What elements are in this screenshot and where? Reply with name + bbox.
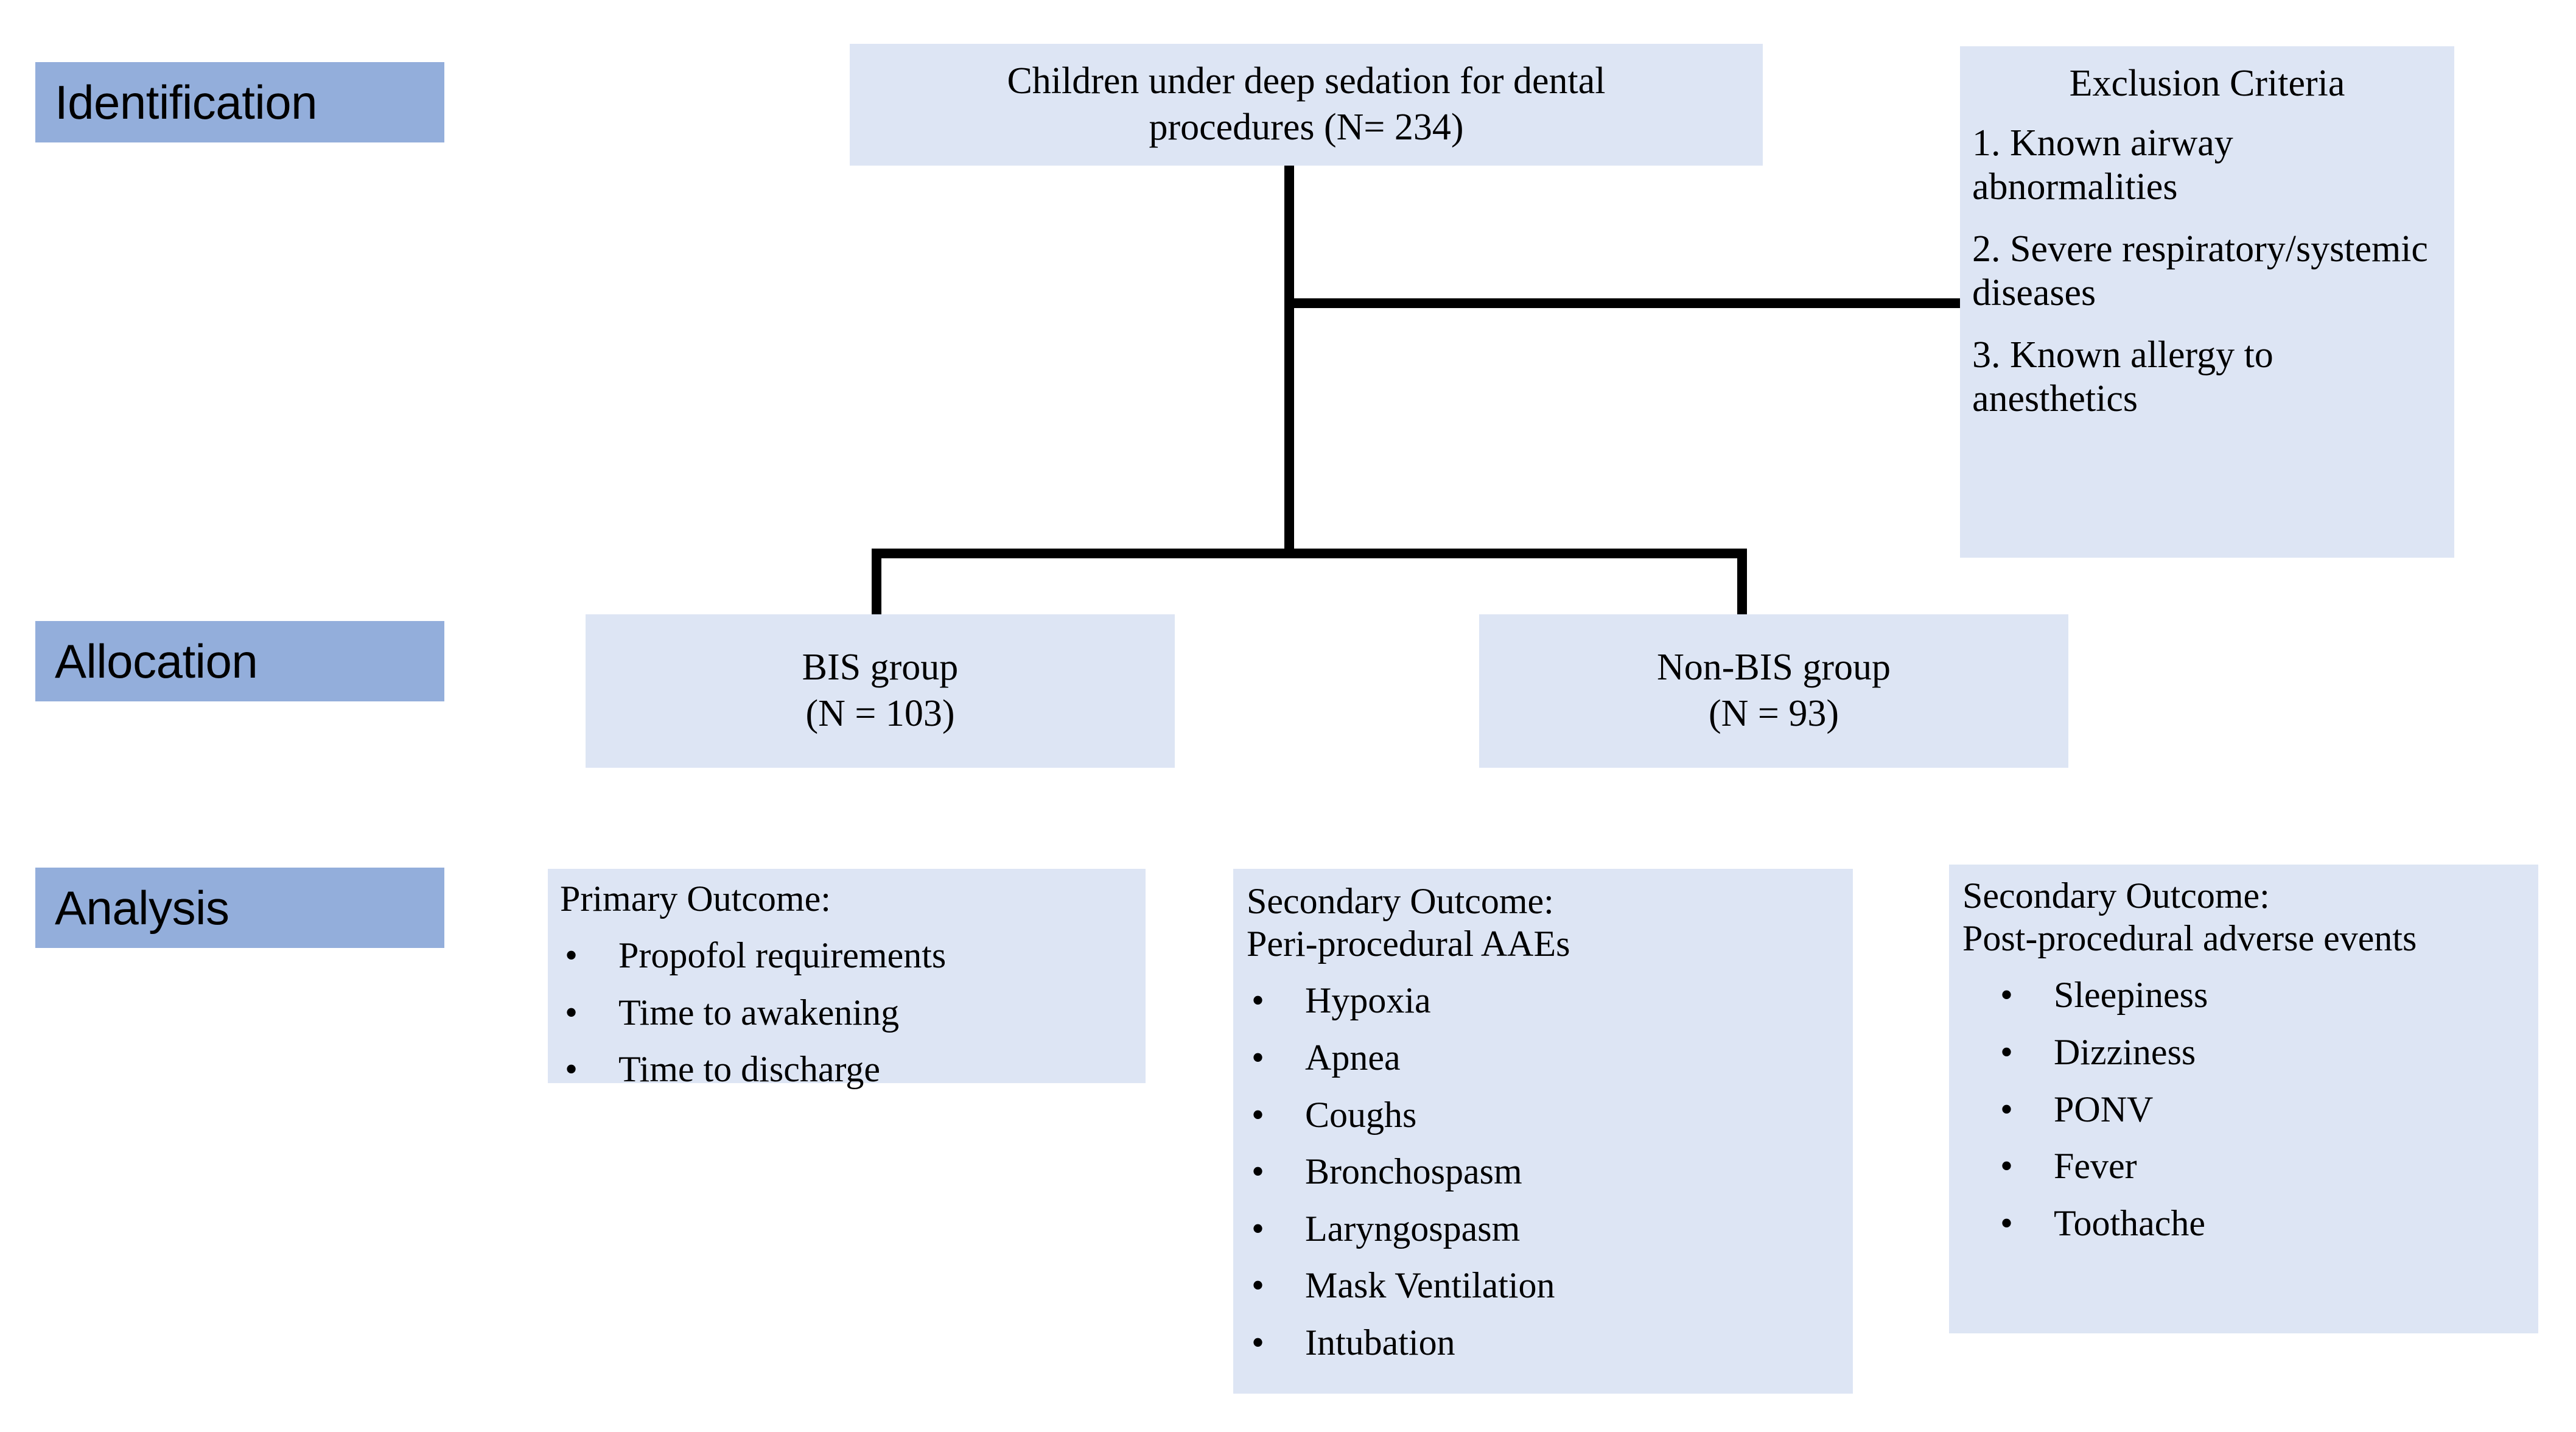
list-item-label: Coughs	[1305, 1094, 1417, 1135]
secondary-post-list: • Sleepiness • Dizziness • PONV • Fever • Too…	[1962, 974, 2529, 1244]
primary-outcome-list: • Propofol requirements • Time to awakenin…	[560, 935, 1136, 1091]
list-item-label: Intubation	[1305, 1322, 1455, 1363]
list-item: • Laryngospasm	[1247, 1208, 1843, 1251]
list-item: • Propofol requirements	[560, 935, 1136, 977]
list-item-label: Propofol requirements	[618, 935, 947, 976]
bullet-icon: •	[1251, 1265, 1265, 1306]
connector-drop-bis	[872, 549, 881, 614]
bullet-icon: •	[1251, 1322, 1265, 1363]
list-item: • PONV	[1962, 1089, 2529, 1131]
list-item-label: PONV	[2054, 1089, 2154, 1129]
secondary-peri-heading: Secondary Outcome: Peri-procedural AAEs	[1247, 881, 1570, 964]
bullet-icon: •	[1251, 980, 1265, 1021]
list-item: • Time to discharge	[560, 1048, 1136, 1091]
list-item: • Intubation	[1247, 1322, 1843, 1364]
bullet-icon: •	[2000, 975, 2014, 1016]
bullet-icon: •	[1251, 1151, 1265, 1192]
stage-label-allocation: Allocation	[35, 621, 444, 701]
primary-outcome-heading: Primary Outcome:	[560, 879, 831, 919]
list-item-label: Bronchospasm	[1305, 1151, 1522, 1192]
list-item: • Time to awakening	[560, 992, 1136, 1034]
list-item-label: Time to awakening	[618, 992, 900, 1033]
allocation-bis-name: BIS group	[802, 647, 959, 689]
exclusion-criteria-title: Exclusion Criteria	[2069, 63, 2345, 104]
list-item-label: Fever	[2054, 1146, 2137, 1187]
allocation-box-non-bis: Non-BIS group (N = 93)	[1479, 614, 2068, 768]
bullet-icon: •	[1251, 1037, 1265, 1078]
exclusion-criteria-item-3: 3. Known allergy to anesthetics	[1972, 334, 2273, 419]
connector-drop-non-bis	[1737, 549, 1747, 614]
bullet-icon: •	[565, 1049, 578, 1090]
allocation-non-bis-text: Non-BIS group (N = 93)	[1657, 645, 1891, 737]
exclusion-criteria-box: Exclusion Criteria 1. Known airway abnor…	[1960, 46, 2454, 558]
connector-split-horizontal	[872, 549, 1747, 558]
bullet-icon: •	[1251, 1094, 1265, 1135]
list-item: • Hypoxia	[1247, 980, 1843, 1022]
stage-label-identification-text: Identification	[55, 75, 317, 129]
secondary-peri-list: • Hypoxia • Apnea • Coughs • Bronchospasm • L…	[1247, 980, 1843, 1364]
list-item-label: Mask Ventilation	[1305, 1265, 1555, 1306]
enrolled-box-line-1: Children under deep sedation for dental	[1007, 60, 1606, 102]
bullet-icon: •	[2000, 1146, 2014, 1187]
bullet-icon: •	[1251, 1208, 1265, 1249]
list-item-label: Time to discharge	[618, 1049, 880, 1090]
bullet-icon: •	[565, 935, 578, 976]
allocation-bis-count: (N = 103)	[805, 693, 955, 734]
list-item: • Mask Ventilation	[1247, 1265, 1843, 1307]
bullet-icon: •	[2000, 1202, 2014, 1243]
bullet-icon: •	[2000, 1031, 2014, 1072]
connector-exclusion-horizontal	[1284, 298, 1961, 308]
allocation-box-bis: BIS group (N = 103)	[586, 614, 1175, 768]
stage-label-analysis: Analysis	[35, 868, 444, 948]
bullet-icon: •	[565, 992, 578, 1033]
list-item: • Bronchospasm	[1247, 1151, 1843, 1193]
secondary-post-heading: Secondary Outcome: Post-procedural adver…	[1962, 876, 2417, 959]
bullet-icon: •	[2000, 1089, 2014, 1129]
exclusion-criteria-item-2: 2. Severe respiratory/systemic diseases	[1972, 228, 2428, 314]
enrolled-box: Children under deep sedation for dental …	[850, 44, 1763, 166]
allocation-non-bis-count: (N = 93)	[1708, 693, 1839, 734]
enrolled-box-line-2: procedures (N= 234)	[1149, 107, 1464, 148]
enrolled-box-text: Children under deep sedation for dental …	[1007, 58, 1605, 150]
list-item: • Dizziness	[1962, 1031, 2529, 1074]
list-item-label: Toothache	[2054, 1202, 2206, 1243]
connector-main-vertical	[1284, 166, 1294, 558]
allocation-bis-text: BIS group (N = 103)	[802, 645, 959, 737]
analysis-box-secondary-peri-procedural: Secondary Outcome: Peri-procedural AAEs …	[1233, 869, 1853, 1394]
stage-label-analysis-text: Analysis	[55, 881, 229, 935]
list-item-label: Laryngospasm	[1305, 1208, 1521, 1249]
list-item-label: Apnea	[1305, 1037, 1401, 1078]
stage-label-identification: Identification	[35, 62, 444, 142]
list-item: • Coughs	[1247, 1094, 1843, 1137]
list-item: • Fever	[1962, 1145, 2529, 1188]
list-item: • Apnea	[1247, 1037, 1843, 1079]
exclusion-criteria-item-1: 1. Known airway abnormalities	[1972, 122, 2233, 208]
list-item-label: Hypoxia	[1305, 980, 1431, 1021]
allocation-non-bis-name: Non-BIS group	[1656, 647, 1891, 689]
list-item-label: Dizziness	[2054, 1031, 2196, 1072]
list-item: • Sleepiness	[1962, 974, 2529, 1017]
analysis-box-secondary-post-procedural: Secondary Outcome: Post-procedural adver…	[1949, 865, 2538, 1333]
list-item: • Toothache	[1962, 1202, 2529, 1245]
list-item-label: Sleepiness	[2054, 975, 2208, 1016]
analysis-box-primary-outcome: Primary Outcome: • Propofol requirements …	[548, 869, 1146, 1089]
stage-label-allocation-text: Allocation	[55, 634, 258, 688]
